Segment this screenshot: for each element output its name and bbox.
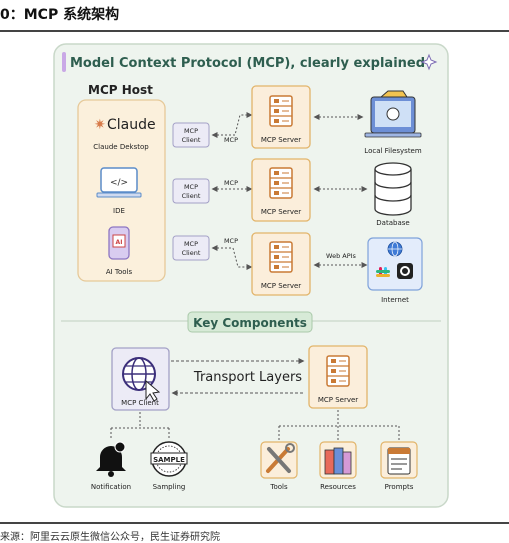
client-feature-branch — [110, 412, 170, 440]
sample-stamp-icon — [150, 441, 188, 477]
server-icon — [326, 355, 350, 387]
mcp-server-label: MCP Server — [261, 282, 301, 290]
web-apis-label: Web APIs — [326, 252, 357, 260]
ide-icon: </> — [96, 167, 142, 198]
client-server-link — [211, 112, 253, 138]
ai-tools-label: AI Tools — [106, 268, 133, 276]
mcp-client-label-line2: Client — [182, 136, 201, 144]
prompts-icon — [387, 447, 411, 475]
banner-title: Model Context Protocol (MCP), clearly ex… — [70, 56, 425, 71]
mcp-client-box — [172, 235, 210, 261]
svg-text:</>: </> — [110, 178, 128, 188]
claude-brand: Claude — [107, 117, 156, 133]
sampling-label: Sampling — [153, 483, 186, 491]
mcp-architecture-diagram: Model Context Protocol (MCP), clearly ex… — [53, 43, 449, 508]
bell-icon — [96, 441, 126, 477]
resource-label: Internet — [381, 296, 409, 304]
page-header: 0：MCP 系统架构 — [0, 0, 509, 30]
key-components-title: Key Components — [193, 316, 307, 330]
top-rule — [0, 30, 509, 32]
mcp-server-label: MCP Server — [261, 136, 301, 144]
notification-label: Notification — [91, 483, 131, 491]
github-icon — [397, 263, 413, 279]
resource-label: Database — [376, 219, 409, 227]
source-note: 来源：阿里云云原生微信公众号，民生证券研究院 — [0, 532, 220, 543]
mcp-client-label-line1: MCP — [184, 240, 198, 248]
prompts-label: Prompts — [385, 483, 414, 491]
server-feature-branch — [278, 410, 400, 440]
database-icon — [374, 162, 412, 216]
mcp-client-box — [172, 178, 210, 204]
mcp-client-label-line1: MCP — [184, 183, 198, 191]
sample-stamp-text: SAMPLE — [153, 456, 185, 464]
link-label: MCP — [224, 136, 238, 144]
banner-accent — [62, 52, 66, 72]
tools-icon — [266, 443, 295, 473]
claude-desktop-label: Claude Dekstop — [93, 143, 149, 151]
mcp-client-label-line1: MCP — [184, 127, 198, 135]
ai-tools-icon: AI — [108, 226, 130, 260]
folder-icon — [364, 90, 422, 138]
globe-cursor-icon — [122, 357, 161, 402]
link-label: MCP — [224, 237, 238, 245]
mcp-client-box — [172, 122, 210, 148]
bottom-rule — [0, 522, 509, 524]
server-icon — [269, 95, 293, 127]
mcp-client-label-line2: Client — [182, 192, 201, 200]
tools-label: Tools — [269, 483, 288, 491]
host-title: MCP Host — [88, 83, 153, 97]
resources-label: Resources — [320, 483, 356, 491]
figure-title: 0：MCP 系统架构 — [0, 7, 120, 23]
mcp-server-label: MCP Server — [261, 208, 301, 216]
server-icon — [269, 241, 293, 273]
client-server-link — [211, 245, 253, 270]
resource-label: Local Filesystem — [364, 147, 422, 155]
mcp-client-label-line2: Client — [182, 249, 201, 257]
component-client-label: MCP Client — [121, 399, 159, 407]
link-label: MCP — [224, 179, 238, 187]
component-server-label: MCP Server — [318, 396, 358, 404]
claude-logo-icon: ✷ — [94, 117, 106, 133]
sparkle-icon — [420, 53, 438, 71]
claude-app-card — [83, 105, 160, 155]
svg-text:AI: AI — [116, 239, 123, 246]
key-components-highlight — [187, 311, 313, 333]
globe-icon — [387, 241, 403, 257]
ide-label: IDE — [113, 207, 125, 215]
transport-layers-label: Transport Layers — [193, 370, 302, 385]
resources-icon — [324, 447, 352, 475]
slack-icon — [376, 267, 390, 277]
server-icon — [269, 167, 293, 199]
